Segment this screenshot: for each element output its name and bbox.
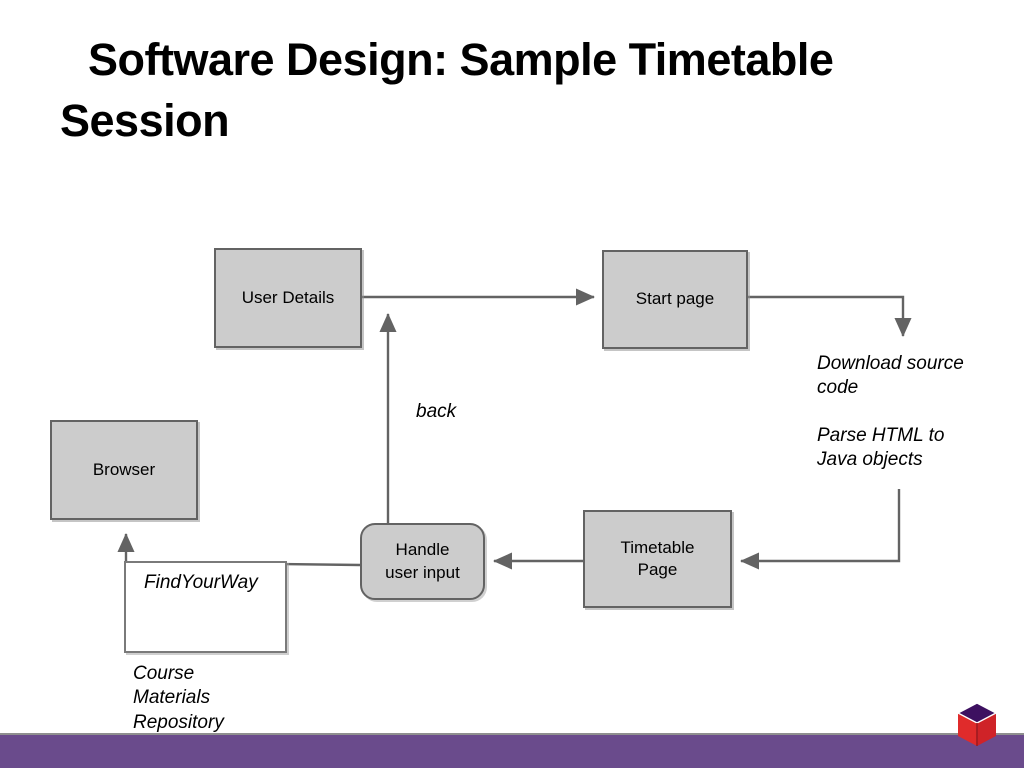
annotation-parse-html-to-java-objects: Parse HTML to Java objects bbox=[817, 425, 945, 471]
node-handle-user-input[interactable]: Handle user input bbox=[360, 523, 485, 600]
page-title: Software Design: Sample Timetable Sessio… bbox=[60, 34, 834, 146]
edge-parse-to-timetable bbox=[740, 489, 901, 570]
annotation-back: back bbox=[416, 401, 457, 422]
node-findyourway[interactable]: FindYourWay bbox=[124, 561, 287, 653]
annotation-course-materials-repository: Course Materials Repository bbox=[133, 663, 224, 733]
node-browser[interactable]: Browser bbox=[50, 420, 198, 520]
footer-bar bbox=[0, 733, 1024, 768]
node-timetable-page[interactable]: Timetable Page bbox=[583, 510, 732, 608]
node-start-page[interactable]: Start page bbox=[602, 250, 748, 349]
node-user-details[interactable]: User Details bbox=[214, 248, 362, 348]
edge-start-page-to-download bbox=[748, 295, 912, 337]
annotation-download-source-code: Download source code bbox=[817, 353, 964, 399]
cube-logo-icon bbox=[956, 702, 998, 746]
